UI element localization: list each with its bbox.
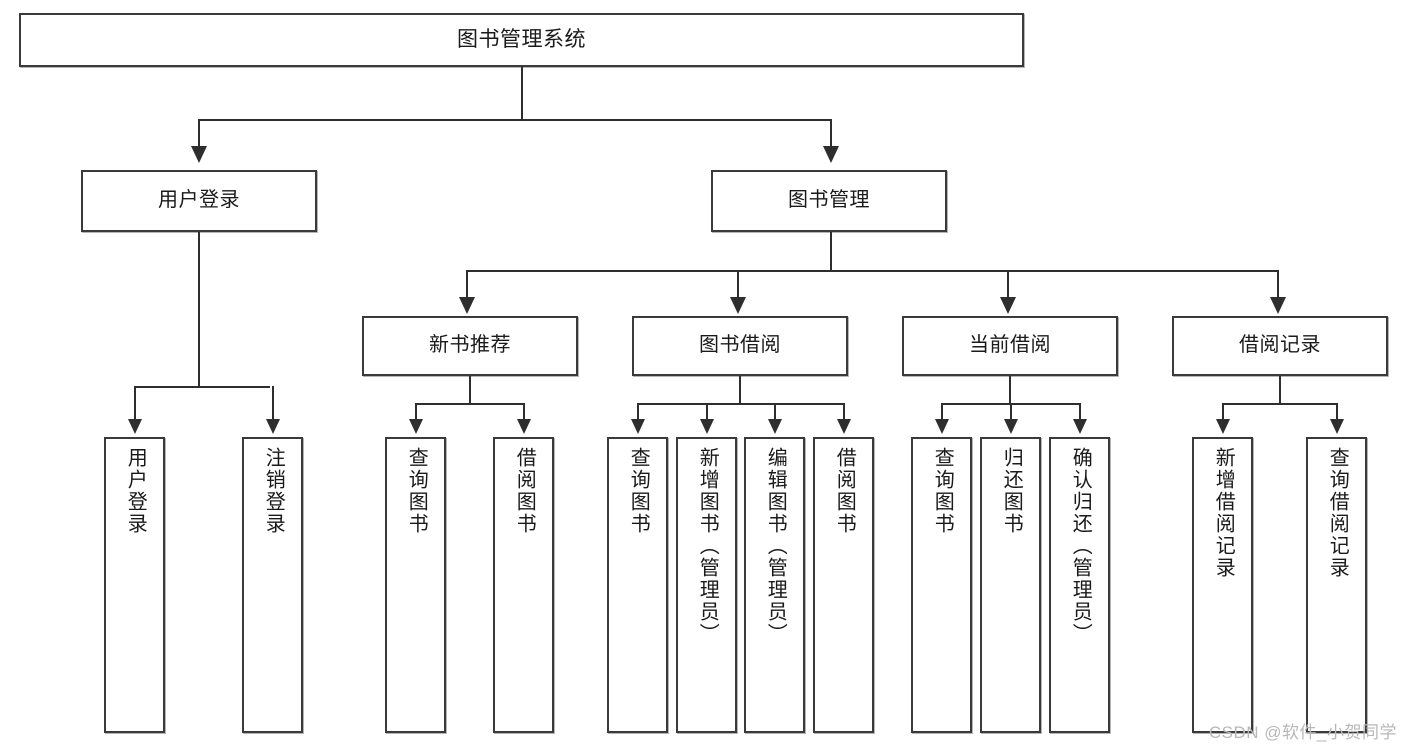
node-label: 编辑图书（管理员） <box>764 447 787 645</box>
node-borrow-record[interactable]: 借阅记录 <box>1172 316 1388 376</box>
node-label: 借阅图书 <box>513 447 536 535</box>
node-label: 图书借阅 <box>699 334 781 357</box>
node-leaf-add-book[interactable]: 新增图书（管理员） <box>676 437 737 733</box>
connector-bb-to-leaf-1 <box>637 403 639 420</box>
connector-new-book-to-leaf-2 <box>523 403 525 420</box>
node-label: 用户登录 <box>124 447 147 535</box>
connector-new-book-stem <box>469 376 471 404</box>
arrowhead-br-to-leaf-1 <box>1216 419 1230 434</box>
arrowhead-bb-to-leaf-4 <box>837 419 851 434</box>
node-current-borrow[interactable]: 当前借阅 <box>902 316 1118 376</box>
node-label: 新增图书（管理员） <box>696 447 719 645</box>
node-leaf-query-books-2[interactable]: 查询图书 <box>607 437 668 733</box>
arrowhead-new-book-to-leaf-2 <box>517 419 531 434</box>
connector-br-to-leaf-1 <box>1222 403 1224 420</box>
node-label: 新增借阅记录 <box>1212 447 1235 579</box>
arrowhead-root-to-user-login <box>191 146 207 163</box>
connector-new-book-to-leaf-1 <box>415 403 417 420</box>
connector-current-borrow-stem <box>1009 376 1011 404</box>
node-label: 注销登录 <box>262 447 285 535</box>
arrowhead-bb-to-leaf-2 <box>700 419 714 434</box>
arrowhead-bb-to-leaf-3 <box>768 419 782 434</box>
connector-bm-to-new-book <box>466 270 468 298</box>
connector-bm-to-book-borrow <box>737 270 739 298</box>
arrowhead-root-to-book-management <box>823 146 839 163</box>
node-leaf-return-book[interactable]: 归还图书 <box>980 437 1041 733</box>
arrowhead-user-login-to-leaf-2 <box>266 419 280 434</box>
arrowhead-bm-to-book-borrow <box>730 297 746 314</box>
arrowhead-br-to-leaf-2 <box>1330 419 1344 434</box>
connector-borrow-record-bus <box>1222 403 1336 405</box>
arrowhead-user-login-to-leaf-1 <box>128 419 142 434</box>
node-leaf-borrow-books-1[interactable]: 借阅图书 <box>493 437 554 733</box>
connector-root-to-user-login <box>198 119 200 148</box>
connector-user-login-bus <box>134 386 270 388</box>
node-leaf-query-books-3[interactable]: 查询图书 <box>911 437 972 733</box>
node-leaf-query-books-1[interactable]: 查询图书 <box>385 437 446 733</box>
connector-user-login-to-leaf-2 <box>272 386 274 420</box>
connector-bb-to-leaf-2 <box>706 403 708 420</box>
node-book-management[interactable]: 图书管理 <box>711 170 947 232</box>
connector-bm-to-borrow-record <box>1277 270 1279 298</box>
node-label: 确认归还（管理员） <box>1069 447 1092 645</box>
connector-book-borrow-bus <box>637 403 843 405</box>
node-new-book-recommend[interactable]: 新书推荐 <box>362 316 578 376</box>
node-label: 归还图书 <box>1000 447 1023 535</box>
connector-root-to-book-management <box>830 119 832 148</box>
node-root-system[interactable]: 图书管理系统 <box>19 13 1024 67</box>
connector-root-stem <box>521 67 523 120</box>
arrowhead-new-book-to-leaf-1 <box>409 419 423 434</box>
csdn-watermark: CSDN @软件_小贺同学 <box>1208 723 1397 742</box>
node-label: 查询图书 <box>931 447 954 535</box>
arrowhead-bm-to-current-borrow <box>1000 297 1016 314</box>
node-leaf-add-record[interactable]: 新增借阅记录 <box>1192 437 1253 733</box>
node-label: 借阅记录 <box>1239 334 1321 357</box>
node-leaf-borrow-books-2[interactable]: 借阅图书 <box>813 437 874 733</box>
node-label: 当前借阅 <box>969 334 1051 357</box>
connector-new-book-bus <box>415 403 523 405</box>
arrowhead-bb-to-leaf-1 <box>631 419 645 434</box>
node-label: 查询图书 <box>405 447 428 535</box>
node-user-login[interactable]: 用户登录 <box>81 170 317 232</box>
arrowhead-bm-to-borrow-record <box>1270 297 1286 314</box>
connector-book-management-bus <box>466 270 1278 272</box>
connector-bm-to-current-borrow <box>1007 270 1009 298</box>
node-label: 用户登录 <box>158 189 240 212</box>
arrowhead-bm-to-new-book <box>459 297 475 314</box>
node-leaf-edit-book[interactable]: 编辑图书（管理员） <box>744 437 805 733</box>
node-leaf-logout[interactable]: 注销登录 <box>242 437 303 733</box>
node-leaf-query-record[interactable]: 查询借阅记录 <box>1306 437 1367 733</box>
node-label: 新书推荐 <box>429 334 511 357</box>
node-book-borrow[interactable]: 图书借阅 <box>632 316 848 376</box>
node-leaf-user-login[interactable]: 用户登录 <box>104 437 165 733</box>
node-label: 图书管理 <box>788 189 870 212</box>
connector-book-management-stem <box>830 232 832 271</box>
connector-bb-to-leaf-3 <box>774 403 776 420</box>
connector-br-to-leaf-2 <box>1336 403 1338 420</box>
node-label: 查询借阅记录 <box>1326 447 1349 579</box>
connector-cb-to-leaf-3 <box>1079 403 1081 420</box>
arrowhead-cb-to-leaf-3 <box>1073 419 1087 434</box>
connector-borrow-record-stem <box>1279 376 1281 404</box>
node-leaf-confirm-return[interactable]: 确认归还（管理员） <box>1049 437 1110 733</box>
node-label: 图书管理系统 <box>457 27 586 51</box>
node-label: 查询图书 <box>627 447 650 535</box>
arrowhead-cb-to-leaf-2 <box>1004 419 1018 434</box>
connector-cb-to-leaf-2 <box>1010 403 1012 420</box>
connector-user-login-stem <box>198 232 200 387</box>
connector-cb-to-leaf-1 <box>941 403 943 420</box>
arrowhead-cb-to-leaf-1 <box>935 419 949 434</box>
node-label: 借阅图书 <box>833 447 856 535</box>
connector-book-borrow-stem <box>739 376 741 404</box>
connector-user-login-to-leaf-1 <box>134 386 136 420</box>
connector-root-bus <box>198 119 832 121</box>
connector-bb-to-leaf-4 <box>843 403 845 420</box>
